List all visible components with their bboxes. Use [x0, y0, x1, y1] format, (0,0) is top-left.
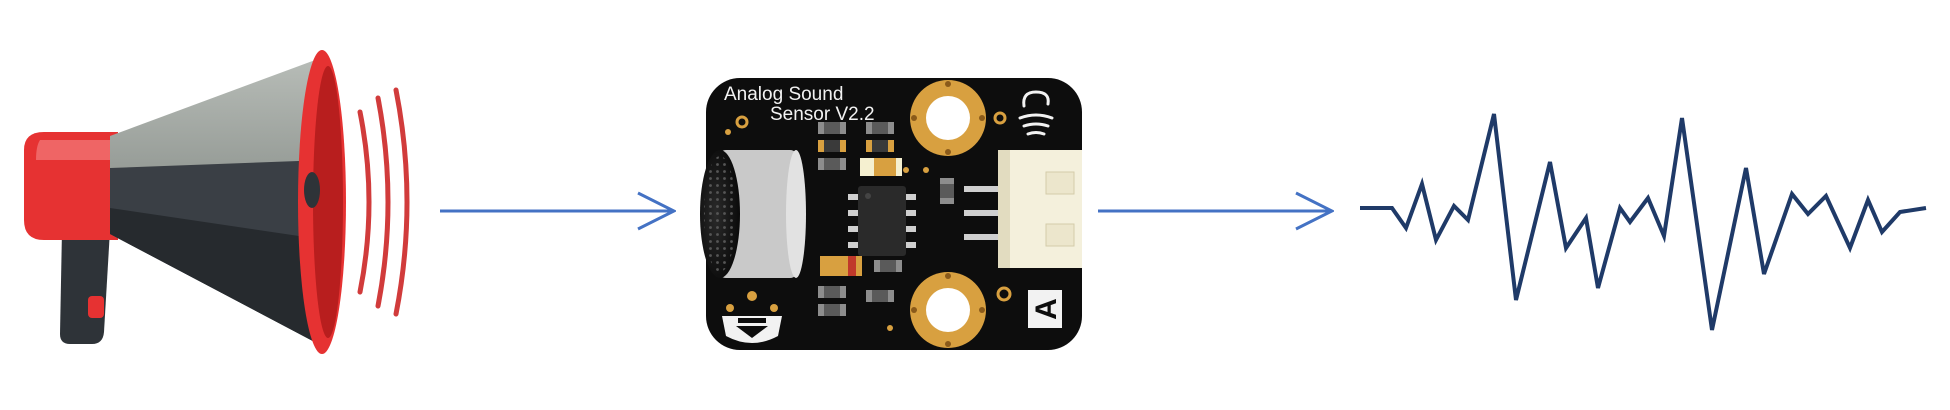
- analog-signal-line: [1360, 113, 1927, 331]
- megaphone-trigger: [88, 296, 104, 318]
- via: [887, 325, 893, 331]
- analog-badge: A: [1028, 290, 1063, 328]
- jst-connector: [964, 150, 1082, 268]
- sound-wave-2: [375, 95, 391, 309]
- megaphone-icon: [24, 50, 410, 354]
- waveform-icon: [1360, 113, 1927, 331]
- microphone-icon: [700, 150, 806, 278]
- megaphone-handle: [60, 230, 110, 344]
- ic-chip: [848, 186, 916, 256]
- megaphone-rim-inner: [313, 66, 343, 338]
- via: [725, 129, 731, 135]
- mounting-hole-bottom: [910, 272, 986, 348]
- mounting-hole-top: [910, 80, 986, 156]
- smd-components: [818, 122, 954, 316]
- megaphone-speaker-cap: [304, 172, 320, 208]
- sound-sensor-board-icon: Analog Sound Sensor V2.2: [700, 78, 1082, 350]
- sensor-label-line1: Analog Sound: [724, 84, 843, 105]
- via: [903, 167, 909, 173]
- via: [996, 286, 1012, 302]
- via: [735, 115, 749, 129]
- sound-wave-3: [393, 87, 410, 317]
- sensor-label-line2: Sensor V2.2: [770, 104, 875, 125]
- megaphone-rear-shine: [36, 140, 112, 160]
- via: [993, 111, 1007, 125]
- robot-logo-icon: [722, 291, 782, 343]
- megaphone-cone-shade: [110, 208, 326, 348]
- sound-wave-1: [357, 109, 372, 295]
- via: [923, 167, 929, 173]
- analog-badge-letter: A: [1030, 298, 1063, 320]
- sound-logo-icon: [1018, 90, 1054, 136]
